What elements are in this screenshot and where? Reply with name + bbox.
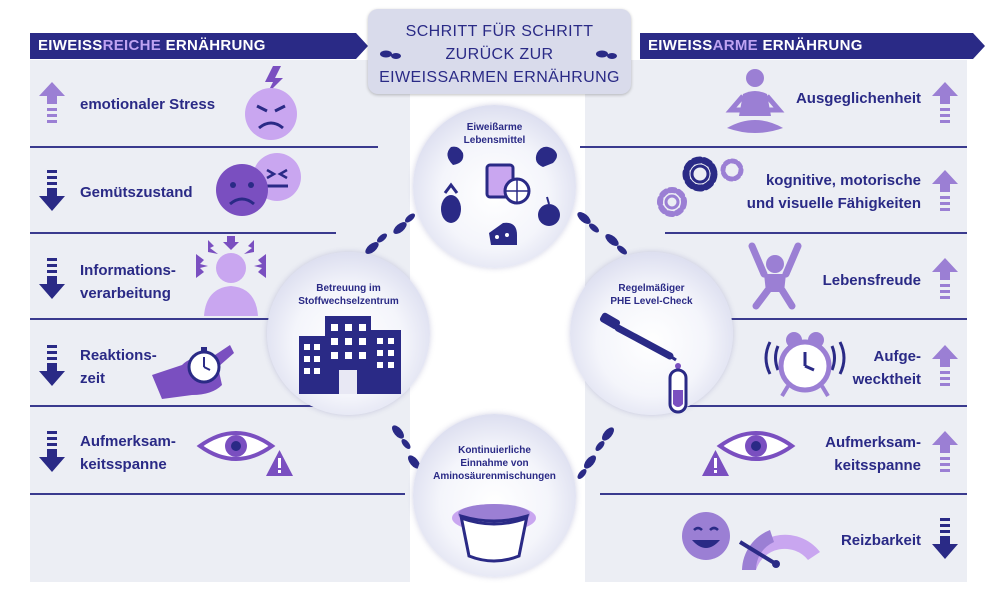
title-line-3: EIWEISSARMEN ERNÄHRUNG: [379, 69, 620, 86]
right-separator-3: [730, 318, 967, 320]
right-row-3-label: Lebensfreude: [822, 272, 921, 289]
circle-top-label-2: Lebensmittel: [463, 135, 526, 146]
eye-warning-icon: [196, 431, 293, 476]
sad-faces-icon: [216, 153, 301, 216]
trend-up-arrow-icon: [932, 431, 958, 472]
left-separator-3: [30, 318, 274, 320]
amino-acid-cup-icon: [452, 504, 536, 563]
left-row-3-label-1: Informations-: [80, 262, 176, 279]
title-line-1: SCHRITT FÜR SCHRITT: [405, 23, 594, 40]
left-separator-1: [30, 146, 378, 148]
right-separator-5: [600, 493, 967, 495]
circle-bottom-label-3: Aminosäurenmischungen: [433, 471, 556, 482]
circle-top-label-1: Eiweißarme: [466, 122, 523, 133]
trend-up-arrow-icon: [932, 258, 958, 299]
right-row-1-label: Ausgeglichenheit: [795, 90, 921, 107]
laughing-gauge-icon: [682, 512, 820, 570]
building-icon: [299, 316, 401, 394]
trend-up-arrow-icon: [932, 345, 958, 386]
trend-up-arrow-icon: [39, 82, 65, 123]
left-row-3-label-2: verarbeitung: [80, 285, 171, 302]
trend-down-arrow-icon: [932, 518, 958, 559]
right-row-4-label-2: wecktheit: [852, 371, 921, 388]
left-separator-2: [30, 232, 336, 234]
trend-up-arrow-icon: [932, 170, 958, 211]
left-row-4-label-2: zeit: [80, 370, 106, 387]
left-row-1-label: emotionaler Stress: [80, 96, 216, 113]
right-row-6-label: Reizbarkeit: [840, 532, 921, 549]
right-row-5-label-1: Aufmerksam-: [825, 434, 921, 451]
circle-phe-level-check: Regelmäßiger PHE Level-Check: [570, 252, 733, 415]
left-row-4-label-1: Reaktions-: [80, 347, 157, 364]
stopwatch-hand-icon: [152, 345, 234, 399]
circle-left-label-1: Betreuung im: [316, 283, 381, 294]
right-header-arrow: [973, 33, 985, 59]
left-row-5-label-1: Aufmerksam-: [80, 433, 176, 450]
right-separator-2: [665, 232, 967, 234]
right-row-5-label-2: keitsspanne: [834, 457, 921, 474]
right-row-2-label-2: und visuelle Fähigkeiten: [746, 195, 921, 212]
circle-bottom-label-1: Kontinuierliche: [458, 445, 531, 456]
circle-low-protein-foods: Eiweißarme Lebensmittel: [413, 105, 576, 268]
right-separator-4: [665, 405, 967, 407]
circle-left-label-2: Stoffwechselzentrum: [298, 296, 399, 307]
left-header: EIWEISSREICHE ERNÄHRUNG: [30, 33, 356, 59]
left-header-arrow: [356, 33, 368, 59]
left-separator-4: [30, 405, 336, 407]
angry-face-icon: [245, 66, 297, 140]
circle-right-label-1: Regelmäßiger: [618, 283, 685, 294]
title-line-2: ZURÜCK ZUR: [445, 46, 554, 63]
head-arrows-icon: [196, 236, 266, 316]
pipette-test-tube-icon: [599, 312, 688, 414]
left-separator-5: [30, 493, 405, 495]
meditation-icon: [725, 69, 785, 133]
trend-down-arrow-icon: [39, 258, 65, 299]
joyful-person-icon: [748, 242, 802, 310]
title-box: SCHRITT FÜR SCHRITT ZURÜCK ZUR EIWEISSAR…: [368, 9, 631, 94]
right-separator-1: [580, 146, 967, 148]
footprint-icons: [380, 50, 617, 59]
circle-right-label-2: PHE Level-Check: [610, 296, 693, 307]
alarm-clock-icon: [764, 332, 846, 398]
trend-down-arrow-icon: [39, 431, 65, 472]
trend-up-arrow-icon: [932, 82, 958, 123]
right-header: EIWEISSARME ERNÄHRUNG: [640, 33, 973, 59]
right-row-2-label-1: kognitive, motorische: [765, 172, 921, 189]
circle-amino-acids: Kontinuierliche Einnahme von Aminosäuren…: [413, 414, 576, 577]
left-row-2-label: Gemütszustand: [80, 184, 193, 201]
left-row-5-label-2: keitsspanne: [80, 456, 167, 473]
circle-metabolic-center: Betreuung im Stoffwechselzentrum: [267, 252, 430, 415]
food-icons: [441, 146, 560, 245]
trend-down-arrow-icon: [39, 170, 65, 211]
circle-bottom-label-2: Einnahme von: [460, 458, 529, 469]
gears-icon: [657, 156, 744, 217]
right-row-4-label-1: Aufge-: [873, 348, 922, 365]
trend-down-arrow-icon: [39, 345, 65, 386]
eye-warning-icon: [702, 431, 796, 476]
